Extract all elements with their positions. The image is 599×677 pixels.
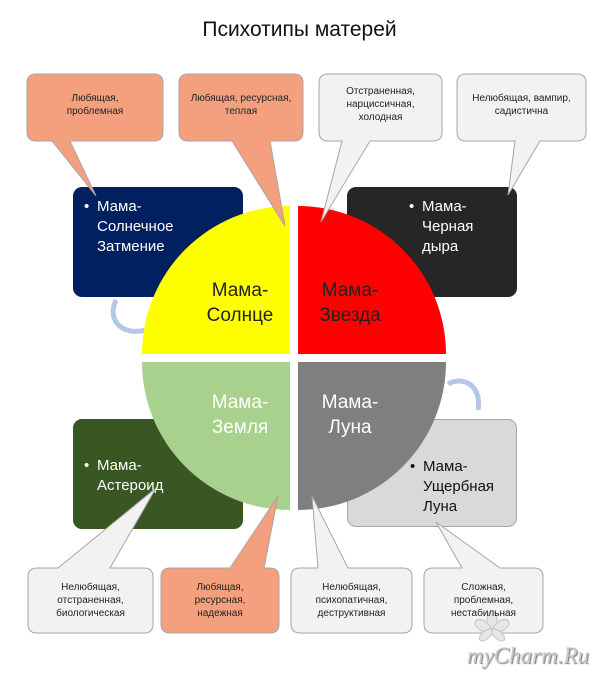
box-line: Мама- [422,198,467,215]
box-line: дыра [422,238,459,255]
callout-asteroid [27,487,157,634]
callout-line: Любящая, ресурсная, [190,93,292,104]
callout-line: садистична [494,106,549,117]
curved-arrow-icon [110,298,147,334]
callout-line: деструктивная [317,608,386,619]
box-line: Мама- [423,458,468,475]
callout-line: Нелюбящая, [61,582,120,593]
callout-text-waning-moon: Сложная, проблемная, нестабильная [424,581,543,620]
label-line: Мама- [321,280,379,301]
callout-line: Любящая, [196,582,244,593]
callout-text-moon: Нелюбящая, психопатичная, деструктивная [291,581,412,620]
box-black-hole: • Мама- Черная дыра [347,187,517,297]
callout-line: проблемная [66,106,124,117]
callout-line: Любящая, [71,93,119,104]
quadrant-label-sun: Мама- Солнце [180,278,300,328]
bullet-marker: • [84,198,90,215]
label-line: Солнце [206,305,274,326]
quadrant-label-moon: Мама- Луна [290,390,410,440]
quadrant-label-star: Мама- Звезда [290,278,410,328]
callout-line: Нелюбящая, вампир, [472,93,571,104]
page-title: Психотипы матерей [202,18,397,41]
bullet-marker: • [410,458,416,475]
callout-line: теплая [224,106,258,117]
box-line: Солнечное [97,218,174,235]
quadrant-moon [298,362,446,510]
watermark-text: myCharm.Ru [466,643,589,668]
box-line: Ущербная [423,478,495,495]
label-line: Мама- [321,392,379,413]
callout-star [318,73,443,223]
bullet-marker: • [409,198,415,215]
callout-line: отстраненная, [57,595,124,606]
callout-text-asteroid: Нелюбящая, отстраненная, биологическая [28,581,153,620]
callout-text-star: Отстраненная, нарциссичная, холодная [319,85,442,124]
callout-text-sun: Любящая, ресурсная, теплая [179,92,303,118]
callout-line: холодная [358,112,403,123]
label-line: Звезда [319,305,381,326]
callout-line: биологическая [56,608,125,619]
callout-text-black-hole: Нелюбящая, вампир, садистична [457,92,586,118]
callout-line: нарциссичная, [346,99,415,110]
box-line: Астероид [97,477,164,494]
box-line: Черная [422,218,474,235]
bullet-marker: • [84,457,90,474]
callout-line: ресурсная, [194,595,246,606]
callout-line: надежная [197,608,243,619]
box-line: Луна [423,498,458,515]
curved-arrow-icon [446,378,481,411]
callout-line: Нелюбящая, [322,582,381,593]
label-line: Луна [328,417,372,438]
quadrant-star [298,206,446,354]
callout-moon [290,495,413,634]
callout-line: нестабильная [451,608,516,619]
label-line: Мама- [211,392,269,413]
box-line: Мама- [97,457,142,474]
box-line: Мама- [97,198,142,215]
label-line: Мама- [211,280,269,301]
callout-line: психопатичная, [315,595,388,606]
quadrant-sun [142,206,290,354]
callout-waning-moon [423,521,544,634]
callout-eclipse [26,73,164,197]
callout-text-earth: Любящая, ресурсная, надежная [161,581,279,620]
callout-line: проблемная, [453,595,514,606]
flower-watermark-icon [474,610,510,642]
callout-earth [160,495,280,634]
callout-line: Отстраненная, [346,86,415,97]
callout-black-hole [456,73,587,196]
callout-text-eclipse: Любящая, проблемная [27,92,163,118]
callout-sun [178,73,304,227]
callout-line: Сложная, [461,582,506,593]
box-line: Затмение [97,238,165,255]
quadrant-label-earth: Мама- Земля [180,390,300,440]
label-line: Земля [211,417,269,438]
quadrant-earth [142,362,290,510]
